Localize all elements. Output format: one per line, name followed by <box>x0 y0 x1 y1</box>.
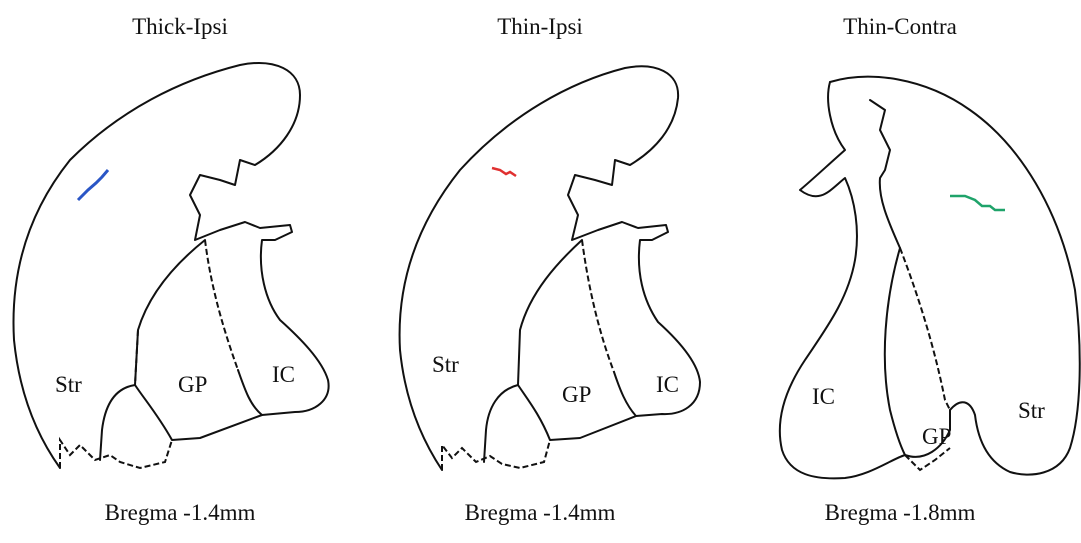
globus-pallidus-outline <box>135 240 262 440</box>
striatum-outline <box>400 66 700 470</box>
gp-ic-boundary <box>205 240 238 370</box>
brain-section-outline: Str GP IC <box>360 0 720 543</box>
label-gp: GP <box>562 382 591 407</box>
label-ic: IC <box>812 384 835 409</box>
striatum-outline <box>13 63 328 468</box>
panel-thin-contra: Thin-Contra Str GP IC Bregma -1.8mm <box>720 0 1080 543</box>
brain-section-outline: Str GP IC <box>720 0 1080 543</box>
label-str: Str <box>432 352 459 377</box>
label-str: Str <box>1018 398 1045 423</box>
ventral-boundary <box>60 440 172 468</box>
panel-caption: Bregma -1.4mm <box>0 500 360 526</box>
label-gp: GP <box>922 424 951 449</box>
panel-thin-ipsi: Thin-Ipsi Str GP IC Bregma -1.4mm <box>360 0 720 543</box>
label-ic: IC <box>656 372 679 397</box>
lesion-trace <box>950 196 1005 210</box>
panel-caption: Bregma -1.8mm <box>720 500 1080 526</box>
globus-pallidus-outline <box>518 240 636 440</box>
panel-caption: Bregma -1.4mm <box>360 500 720 526</box>
brain-section-outline: Str GP IC <box>0 0 360 543</box>
lesion-trace <box>78 170 108 200</box>
label-ic: IC <box>272 362 295 387</box>
str-gp-boundary <box>100 385 135 460</box>
panel-thick-ipsi: Thick-Ipsi Str GP IC Bregma -1.4mm <box>0 0 360 543</box>
lesion-trace <box>492 168 516 176</box>
label-gp: GP <box>178 372 207 397</box>
label-str: Str <box>55 372 82 397</box>
